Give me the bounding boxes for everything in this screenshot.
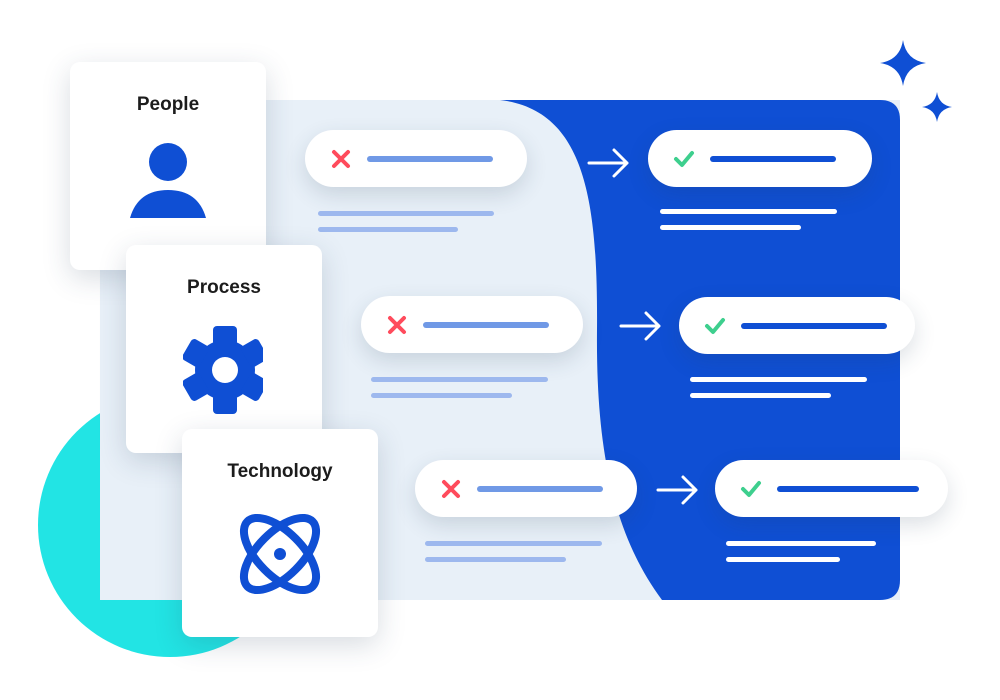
x-icon [332,150,350,168]
before-item [415,460,637,517]
placeholder-line [425,557,566,562]
atom-icon [239,513,321,595]
card-title: People [136,94,200,115]
card-process: Process [126,245,322,453]
after-item [715,460,948,517]
after-item [648,130,872,187]
check-icon [674,151,694,167]
placeholder-bar [777,486,919,492]
arrow-icon [656,475,698,505]
check-icon [705,318,725,334]
placeholder-bar [710,156,836,162]
placeholder-bar [367,156,493,162]
arrow-icon [619,311,661,341]
placeholder-line [318,227,458,232]
sparkle-icon [880,40,926,86]
gear-icon [183,326,263,414]
placeholder-line [690,393,831,398]
card-technology: Technology [182,429,378,637]
card-people: People [70,62,266,270]
check-icon [741,481,761,497]
placeholder-line [726,557,840,562]
placeholder-bar [423,322,549,328]
after-item [679,297,915,354]
placeholder-bar [477,486,603,492]
placeholder-line [425,541,602,546]
placeholder-line [660,209,837,214]
placeholder-line [726,541,876,546]
card-title: Technology [227,461,333,482]
before-item [361,296,583,353]
x-icon [442,480,460,498]
placeholder-line [660,225,801,230]
placeholder-line [318,211,494,216]
x-icon [388,316,406,334]
before-item [305,130,527,187]
card-title: Process [187,277,261,298]
placeholder-line [371,393,512,398]
placeholder-line [690,377,867,382]
person-icon [130,143,206,218]
placeholder-bar [741,323,887,329]
arrow-icon [587,148,629,178]
sparkle-icon [922,92,952,122]
placeholder-line [371,377,548,382]
